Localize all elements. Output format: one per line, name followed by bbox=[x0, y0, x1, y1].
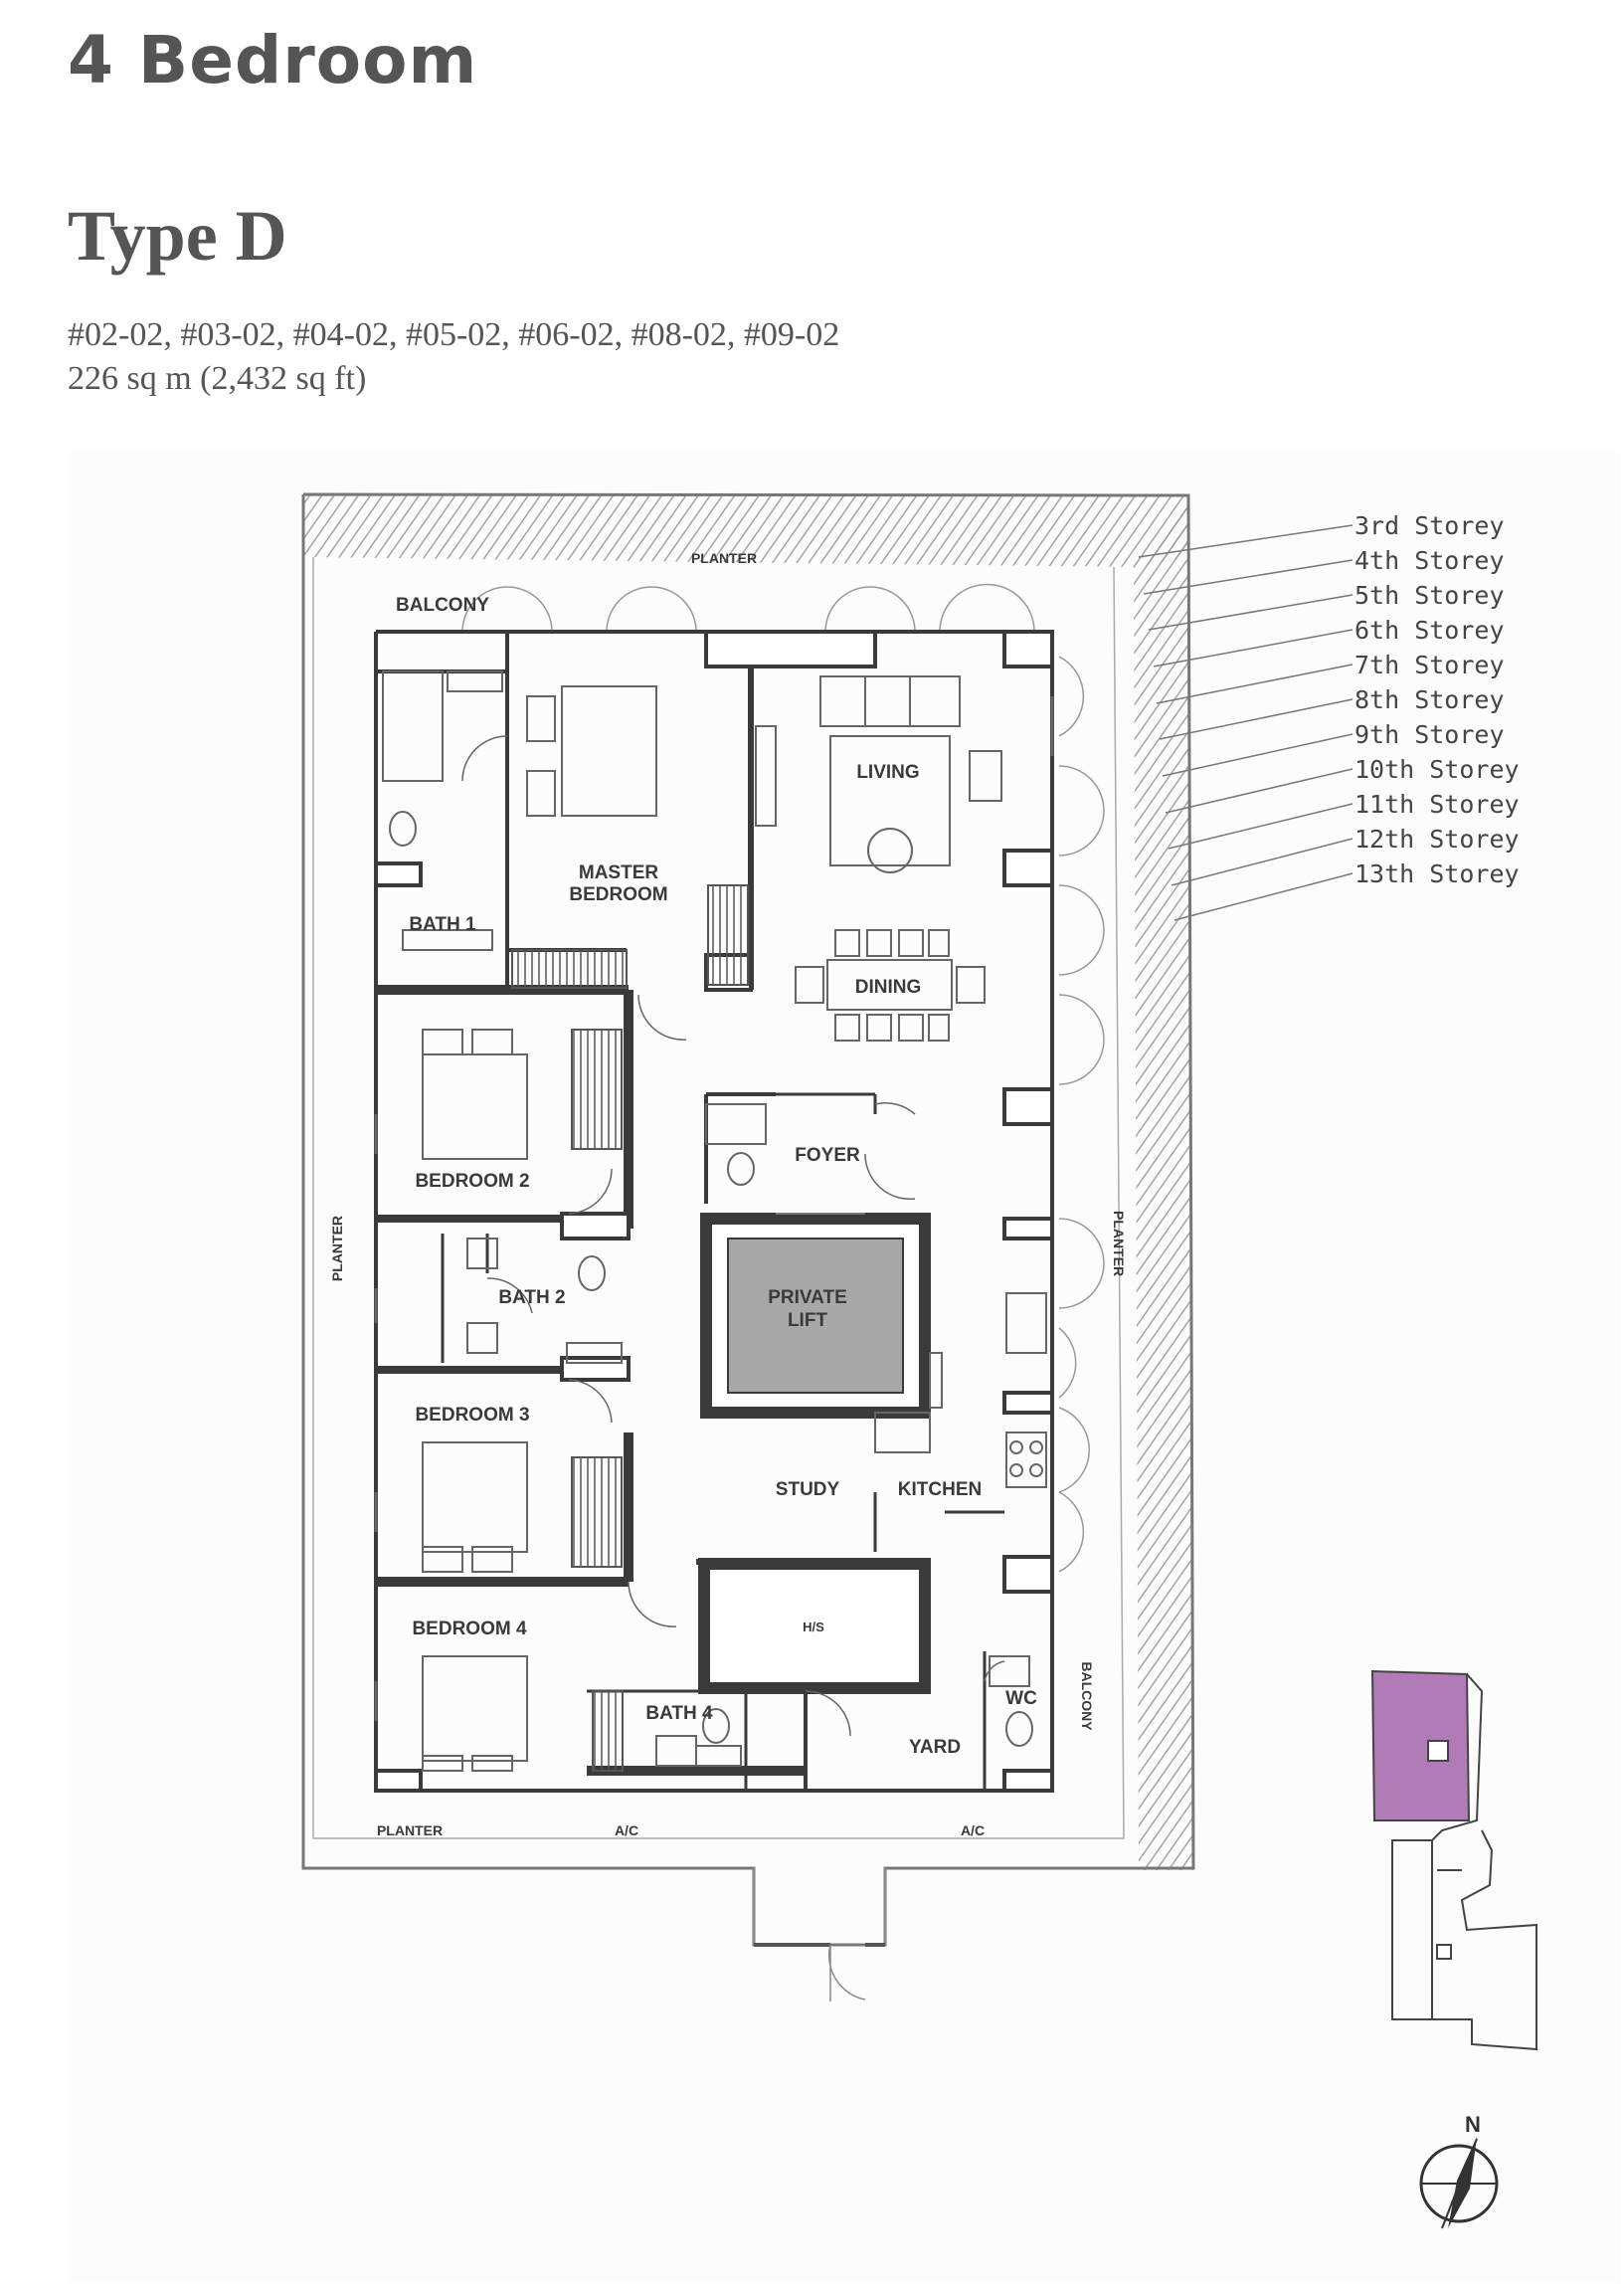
north-arrow-icon: N bbox=[1419, 2112, 1499, 2229]
storey-label-7: 7th Storey bbox=[1354, 651, 1505, 679]
balcony-door-arcs bbox=[461, 583, 1105, 1573]
wardrobes bbox=[511, 884, 749, 1772]
planter-inner-line bbox=[312, 557, 1125, 1839]
door-swings bbox=[461, 735, 1005, 1737]
label-bedroom-4: BEDROOM 4 bbox=[412, 1619, 527, 1639]
storey-label-8: 8th Storey bbox=[1354, 685, 1505, 714]
entrance-door-arc bbox=[827, 1944, 866, 2001]
label-ac-right: A/C bbox=[961, 1822, 985, 1838]
storey-label-13: 13th Storey bbox=[1354, 859, 1520, 888]
planter-hatch-right bbox=[1134, 495, 1193, 1870]
label-foyer: FOYER bbox=[795, 1145, 860, 1166]
label-planter-right: PLANTER bbox=[1111, 1211, 1127, 1276]
page-title: 4 Bedroom bbox=[68, 22, 478, 98]
label-household-shelter: H/S bbox=[803, 1620, 824, 1634]
label-kitchen: KITCHEN bbox=[898, 1479, 982, 1500]
compass-north-label: N bbox=[1465, 2112, 1481, 2137]
label-master-1: MASTER bbox=[579, 862, 659, 883]
label-bedroom-3: BEDROOM 3 bbox=[415, 1405, 529, 1426]
household-shelter bbox=[698, 1558, 931, 1694]
storey-label-12: 12th Storey bbox=[1354, 825, 1520, 854]
label-bedroom-2: BEDROOM 2 bbox=[415, 1171, 529, 1192]
label-lift-2: LIFT bbox=[788, 1310, 827, 1331]
label-balcony-top: BALCONY bbox=[396, 595, 489, 616]
storey-label-11: 11th Storey bbox=[1354, 790, 1520, 819]
label-ac-left: A/C bbox=[615, 1822, 638, 1838]
storey-label-6: 6th Storey bbox=[1354, 616, 1505, 645]
unit-numbers: #02-02, #03-02, #04-02, #05-02, #06-02, … bbox=[68, 316, 840, 353]
lift-car bbox=[727, 1238, 904, 1394]
unit-type-title: Type D bbox=[68, 196, 287, 276]
label-balcony-right: BALCONY bbox=[1079, 1661, 1095, 1731]
key-plan-outline bbox=[1431, 1673, 1537, 2051]
label-dining: DINING bbox=[855, 977, 922, 998]
label-wc: WC bbox=[1005, 1688, 1037, 1709]
label-planter-left: PLANTER bbox=[329, 1216, 345, 1281]
label-living: LIVING bbox=[856, 762, 919, 783]
planter-hatch-top bbox=[303, 494, 1188, 567]
label-lift-1: PRIVATE bbox=[768, 1287, 847, 1308]
storey-label-10: 10th Storey bbox=[1354, 755, 1520, 784]
storey-label-3: 3rd Storey bbox=[1354, 511, 1505, 540]
storey-label-5: 5th Storey bbox=[1354, 581, 1505, 610]
label-planter-top: PLANTER bbox=[691, 550, 757, 566]
label-planter-bottom: PLANTER bbox=[377, 1822, 443, 1838]
storey-label-4: 4th Storey bbox=[1354, 546, 1505, 575]
label-bath-1: BATH 1 bbox=[409, 914, 476, 935]
unit-area: 226 sq m (2,432 sq ft) bbox=[68, 360, 367, 397]
key-plan-highlight bbox=[1370, 1669, 1471, 1821]
storey-label-9: 9th Storey bbox=[1354, 720, 1505, 749]
key-plan bbox=[1370, 1669, 1537, 2051]
label-bath-2: BATH 2 bbox=[498, 1287, 565, 1308]
label-bath-4: BATH 4 bbox=[645, 1703, 713, 1724]
label-yard: YARD bbox=[909, 1737, 961, 1758]
label-master-2: BEDROOM bbox=[569, 884, 667, 905]
window-marks bbox=[374, 696, 1054, 1721]
columns bbox=[374, 630, 1054, 1793]
label-study: STUDY bbox=[776, 1479, 840, 1500]
furniture bbox=[382, 670, 1047, 1772]
storey-view-lines bbox=[1138, 524, 1353, 921]
